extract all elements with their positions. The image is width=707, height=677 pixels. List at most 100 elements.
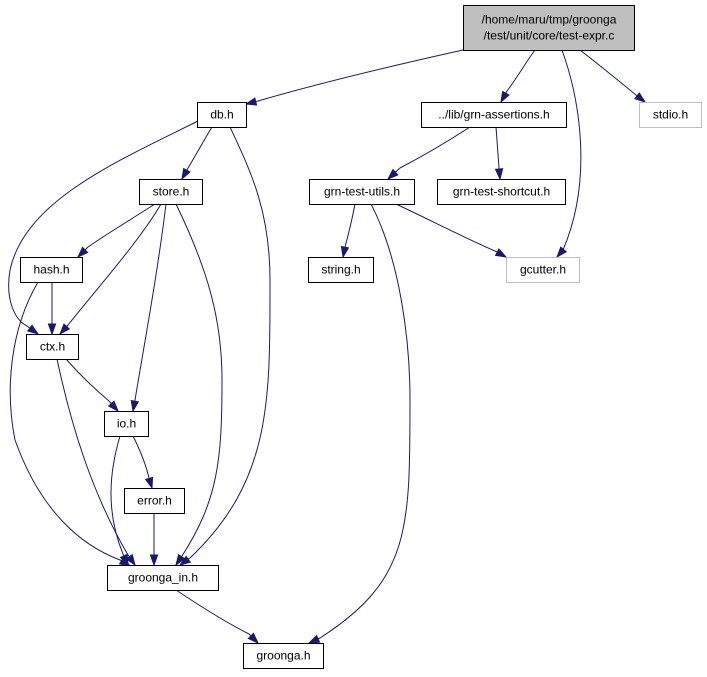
node-label: groonga_in.h (128, 571, 198, 585)
edge-line (179, 126, 271, 566)
edge-line (9, 281, 131, 567)
edge-test-expr-to-stdio (579, 49, 647, 103)
edge-grn-assertions-to-grn-test-utils (386, 126, 471, 180)
node-box (26, 334, 79, 360)
edge-arrowhead (386, 168, 399, 180)
edge-db-to-groonga_in (178, 126, 271, 566)
node-label: db.h (210, 108, 233, 122)
edge-arrowhead (634, 92, 647, 103)
node-label: error.h (137, 494, 172, 508)
node-box (437, 179, 566, 205)
edge-groonga_in-to-groonga (175, 589, 260, 645)
node-groonga_in[interactable]: groonga_in.h (107, 565, 219, 591)
node-box (197, 102, 247, 128)
edge-arrowhead (247, 632, 260, 645)
edge-error-to-groonga_in (149, 512, 159, 567)
edge-test-expr-to-db (244, 49, 464, 106)
edges-layer (8, 49, 647, 645)
edge-line (59, 203, 162, 335)
node-label: grn-test-utils.h (324, 185, 400, 199)
node-box (308, 257, 374, 283)
node-label: io.h (117, 417, 136, 431)
edge-arrowhead (119, 553, 129, 567)
edge-line (387, 126, 471, 180)
edge-arrowhead (494, 248, 508, 258)
edge-line (181, 126, 213, 180)
node-io[interactable]: io.h (104, 411, 149, 437)
edge-line (56, 358, 136, 566)
edge-arrowhead (181, 167, 191, 181)
node-label: store.h (153, 185, 190, 199)
edge-arrowhead (500, 90, 510, 104)
edge-test-expr-to-grn-assertions (500, 49, 536, 104)
edge-ctx-to-io (65, 358, 119, 413)
edge-arrowhead (125, 553, 136, 567)
node-box (243, 643, 324, 669)
edge-grn-test-utils-to-string (340, 203, 356, 259)
edge-arrowhead (107, 400, 119, 413)
node-store[interactable]: store.h (139, 179, 203, 205)
node-grn-test-shortcut[interactable]: grn-test-shortcut.h (437, 179, 566, 205)
edge-db-to-ctx (8, 120, 199, 335)
edge-arrowhead (244, 97, 258, 106)
edge-line (175, 589, 259, 644)
node-label: grn-test-shortcut.h (453, 185, 550, 199)
edge-line (8, 120, 199, 335)
node-box (421, 102, 567, 128)
node-db[interactable]: db.h (197, 102, 247, 128)
node-grn-assertions[interactable]: ../lib/grn-assertions.h (421, 102, 567, 128)
edge-grn-assertions-to-grn-test-shortcut (494, 126, 504, 181)
edge-arrowhead (175, 553, 186, 567)
node-hash[interactable]: hash.h (20, 257, 83, 283)
edge-arrowhead (340, 245, 350, 259)
edge-arrowhead (26, 324, 40, 335)
edge-line (556, 49, 582, 258)
node-box (463, 5, 635, 51)
edge-ctx-to-groonga_in (56, 358, 136, 567)
node-string[interactable]: string.h (308, 257, 374, 283)
node-label: ../lib/grn-assertions.h (438, 108, 549, 122)
node-label: /test/unit/core/test-expr.c (484, 29, 615, 43)
edge-line (245, 49, 464, 105)
nodes-layer: /home/maru/tmp/groonga/test/unit/core/te… (20, 5, 702, 669)
node-groonga[interactable]: groonga.h (243, 643, 324, 669)
edge-store-to-groonga_in (175, 203, 223, 567)
node-gcutter[interactable]: gcutter.h (506, 257, 580, 283)
edge-db-to-store (181, 126, 213, 181)
node-label: string.h (321, 263, 360, 277)
node-label: ctx.h (40, 340, 65, 354)
edge-line (500, 49, 536, 103)
edge-store-to-hash (76, 203, 156, 259)
edge-io-to-groonga_in (110, 435, 129, 567)
edge-io-to-error (132, 435, 154, 490)
edge-arrowhead (494, 168, 504, 181)
node-stdio[interactable]: stdio.h (639, 102, 702, 128)
node-test-expr[interactable]: /home/maru/tmp/groonga/test/unit/core/te… (463, 5, 635, 51)
edge-arrowhead (307, 634, 321, 644)
edge-line (579, 49, 646, 103)
edge-test-expr-to-gcutter (556, 49, 582, 259)
edge-line (65, 358, 119, 412)
node-box (107, 565, 219, 591)
node-box (20, 257, 83, 283)
node-grn-test-utils[interactable]: grn-test-utils.h (309, 179, 415, 205)
edge-arrowhead (47, 323, 57, 336)
node-ctx[interactable]: ctx.h (26, 334, 79, 360)
edge-store-to-ctx (59, 203, 162, 336)
edge-arrowhead (59, 323, 71, 336)
edge-arrowhead (178, 555, 192, 566)
node-label: hash.h (33, 263, 69, 277)
node-box (139, 179, 203, 205)
edge-line (132, 203, 167, 412)
node-label: groonga.h (256, 649, 310, 663)
edge-arrowhead (76, 246, 89, 259)
edge-store-to-io (130, 203, 167, 413)
node-box (104, 411, 149, 437)
edge-arrowhead (144, 476, 154, 490)
edge-grn-test-utils-to-gcutter (395, 203, 508, 258)
node-box (124, 488, 185, 514)
node-error[interactable]: error.h (124, 488, 185, 514)
edge-line (308, 203, 411, 644)
node-label: gcutter.h (520, 263, 566, 277)
